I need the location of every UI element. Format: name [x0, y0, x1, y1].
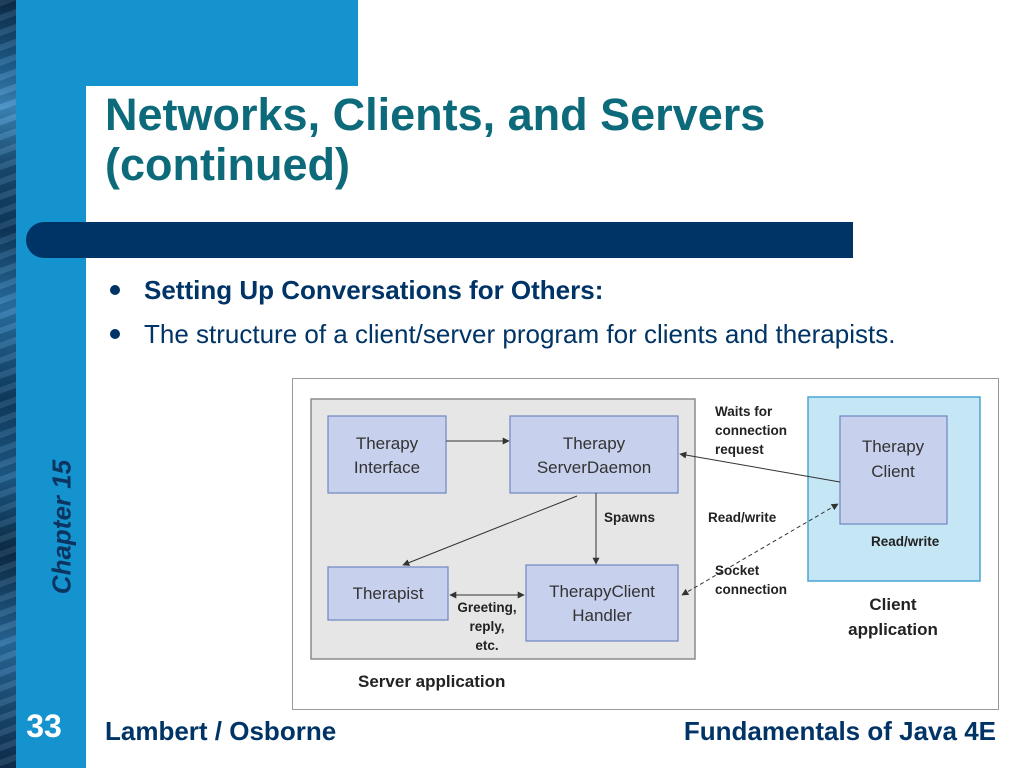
client-server-diagram: Therapy Interface Therapy ServerDaemon T… — [292, 378, 999, 710]
title-underline-bar — [26, 222, 853, 258]
greeting-label-2: reply, — [469, 619, 504, 634]
socket-label-1: Socket — [715, 563, 760, 578]
content-bg-top — [358, 0, 1024, 90]
title-line-1: Networks, Clients, and Servers — [105, 89, 766, 140]
socket-read-write-arrow — [681, 503, 839, 596]
read-write-label-2: Read/write — [871, 534, 940, 549]
bullet-dot-icon — [110, 285, 120, 295]
slide-title: Networks, Clients, and Servers (continue… — [105, 90, 765, 190]
therapy-client-handler-node — [525, 564, 679, 642]
therapy-server-daemon-label-2: ServerDaemon — [537, 458, 651, 477]
bullet-list: Setting Up Conversations for Others: The… — [108, 272, 938, 360]
therapy-client-label-1: Therapy — [862, 437, 925, 456]
waits-for-label-3: request — [715, 442, 764, 457]
bullet-item: Setting Up Conversations for Others: — [108, 272, 938, 308]
socket-label-2: connection — [715, 582, 787, 597]
therapy-interface-label-2: Interface — [354, 458, 420, 477]
therapy-server-daemon-label-1: Therapy — [563, 434, 626, 453]
therapy-interface-label-1: Therapy — [356, 434, 419, 453]
bullet-text: The structure of a client/server program… — [144, 319, 896, 349]
waits-for-label-1: Waits for — [715, 404, 773, 419]
bullet-item: The structure of a client/server program… — [108, 316, 938, 352]
content-bg-right — [146, 86, 1024, 126]
client-connect-arrow — [679, 451, 841, 483]
therapy-client-node — [839, 415, 948, 525]
greeting-label-1: Greeting, — [457, 600, 516, 615]
therapist-node — [327, 566, 449, 621]
client-application-label-1: Client — [869, 595, 917, 614]
chapter-label: Chapter 15 — [46, 459, 77, 595]
therapy-client-handler-label-1: TherapyClient — [549, 582, 655, 601]
therapist-label: Therapist — [353, 584, 424, 603]
spawns-label: Spawns — [604, 510, 655, 525]
bullet-dot-icon — [110, 329, 120, 339]
daemon-to-therapist-arrow — [402, 495, 578, 566]
client-application-label-2: application — [848, 620, 938, 639]
title-line-2: (continued) — [105, 139, 350, 190]
bullet-text: Setting Up Conversations for Others: — [144, 275, 604, 305]
footer-book-title: Fundamentals of Java 4E — [683, 716, 996, 746]
therapy-client-handler-label-2: Handler — [572, 606, 632, 625]
diagram-canvas: Therapy Interface Therapy ServerDaemon T… — [310, 396, 981, 691]
waits-for-label-2: connection — [715, 423, 787, 438]
server-application-label: Server application — [358, 672, 505, 691]
therapy-client-label-2: Client — [871, 462, 915, 481]
greeting-label-3: etc. — [475, 638, 498, 653]
footer-authors: Lambert / Osborne — [105, 716, 337, 746]
therapy-interface-node — [327, 415, 447, 494]
page-number: 33 — [26, 708, 62, 744]
read-write-label-1: Read/write — [708, 510, 777, 525]
therapy-server-daemon-node — [509, 415, 679, 494]
sidebar-photo-overlay — [0, 0, 16, 768]
